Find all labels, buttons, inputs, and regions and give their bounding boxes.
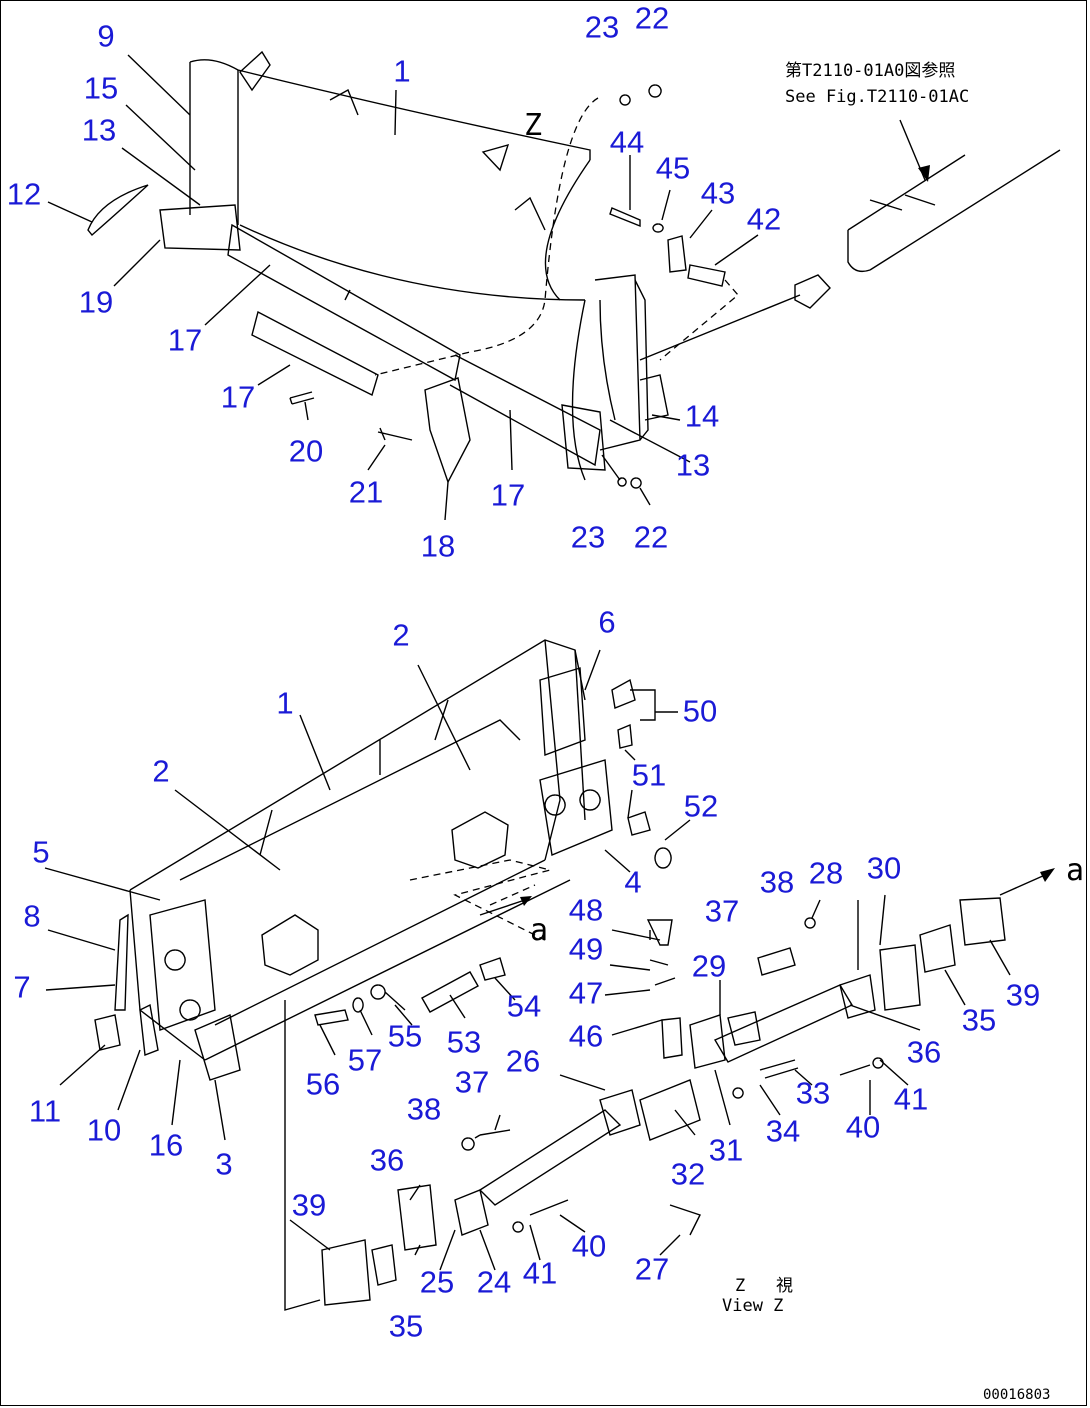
callout-label: 8: [23, 898, 41, 934]
callout-label: 38: [406, 1091, 442, 1127]
callout-label: 36: [369, 1142, 405, 1178]
callout-label: 12: [6, 176, 42, 212]
callout-label: 19: [78, 284, 114, 320]
callout-label: 23: [584, 9, 620, 45]
view-label-en: View Z: [722, 1296, 784, 1316]
callout-label: 45: [655, 150, 691, 186]
callout-label: 17: [220, 379, 256, 415]
leader-lines: [44, 54, 1011, 1271]
callout-label: 43: [700, 175, 736, 211]
callout-label: 2: [392, 617, 410, 653]
callout-label: 13: [675, 447, 711, 483]
callout-label: 57: [347, 1042, 383, 1078]
callout-label: 7: [13, 969, 31, 1005]
callout-label: 1: [393, 53, 411, 89]
callout-label: 41: [893, 1081, 929, 1117]
callout-label: 40: [845, 1109, 881, 1145]
callout-label: 1: [276, 685, 294, 721]
callout-label: 28: [808, 855, 844, 891]
lower-blade: [94, 639, 1055, 1311]
section-letter-a: a: [530, 913, 549, 948]
callout-label: 17: [490, 477, 526, 513]
callout-label: 47: [568, 975, 604, 1011]
callout-label: 5: [32, 834, 50, 870]
callout-label: 44: [609, 124, 645, 160]
callout-label: 39: [291, 1187, 327, 1223]
callout-label: 40: [571, 1228, 607, 1264]
view-letter-z: Z: [524, 108, 543, 143]
callout-label: 39: [1005, 977, 1041, 1013]
callout-label: 24: [476, 1264, 512, 1300]
callout-label: 16: [148, 1127, 184, 1163]
callout-label: 14: [684, 398, 720, 434]
callout-label: 6: [598, 604, 616, 640]
callout-label: 20: [288, 433, 324, 469]
callout-label: 25: [419, 1264, 455, 1300]
callout-label: 3: [215, 1146, 233, 1182]
callout-label: 18: [420, 528, 456, 564]
callout-label: 27: [634, 1251, 670, 1287]
figure-reference-jp: 第T2110-01A0図参照: [785, 61, 956, 81]
callout-label: 37: [704, 893, 740, 929]
callout-label: 49: [568, 931, 604, 967]
callout-label: 4: [624, 864, 642, 900]
callout-label: 46: [568, 1018, 604, 1054]
callout-label: 54: [506, 988, 542, 1024]
callout-label: 26: [505, 1043, 541, 1079]
callout-label: 34: [765, 1113, 801, 1149]
callout-label: 55: [387, 1018, 423, 1054]
callout-label: 33: [795, 1075, 831, 1111]
view-label-jp: Z 視: [735, 1276, 793, 1296]
document-code: 00016803: [983, 1387, 1051, 1403]
callout-label: 41: [522, 1255, 558, 1291]
callout-label: 51: [631, 757, 667, 793]
callout-label: 17: [167, 322, 203, 358]
callout-label: 10: [86, 1112, 122, 1148]
callout-label: 36: [906, 1034, 942, 1070]
callout-label: 52: [683, 788, 719, 824]
callout-label: 29: [691, 948, 727, 984]
callout-label: 50: [682, 693, 718, 729]
callout-label: 22: [633, 519, 669, 555]
callout-label: 21: [348, 474, 384, 510]
callout-label: 37: [454, 1064, 490, 1100]
callout-label: 53: [446, 1024, 482, 1060]
callout-label: 32: [670, 1156, 706, 1192]
callout-label: 42: [746, 201, 782, 237]
callout-label: 56: [305, 1066, 341, 1102]
upper-blade: [87, 50, 1061, 489]
callout-label: 31: [708, 1132, 744, 1168]
callout-label: 22: [634, 0, 670, 36]
figure-reference-en: See Fig.T2110-01AC: [785, 87, 970, 107]
callout-label: 9: [97, 18, 115, 54]
callout-label: 13: [81, 112, 117, 148]
section-letter-a: a: [1066, 853, 1085, 888]
callout-label: 35: [961, 1002, 997, 1038]
callout-label: 23: [570, 519, 606, 555]
callout-label: 35: [388, 1308, 424, 1344]
callout-label: 2: [152, 753, 170, 789]
callout-label: 15: [83, 70, 119, 106]
callout-label: 30: [866, 850, 902, 886]
callout-label: 48: [568, 892, 604, 928]
callout-label: 38: [759, 864, 795, 900]
callout-label: 11: [28, 1093, 62, 1129]
